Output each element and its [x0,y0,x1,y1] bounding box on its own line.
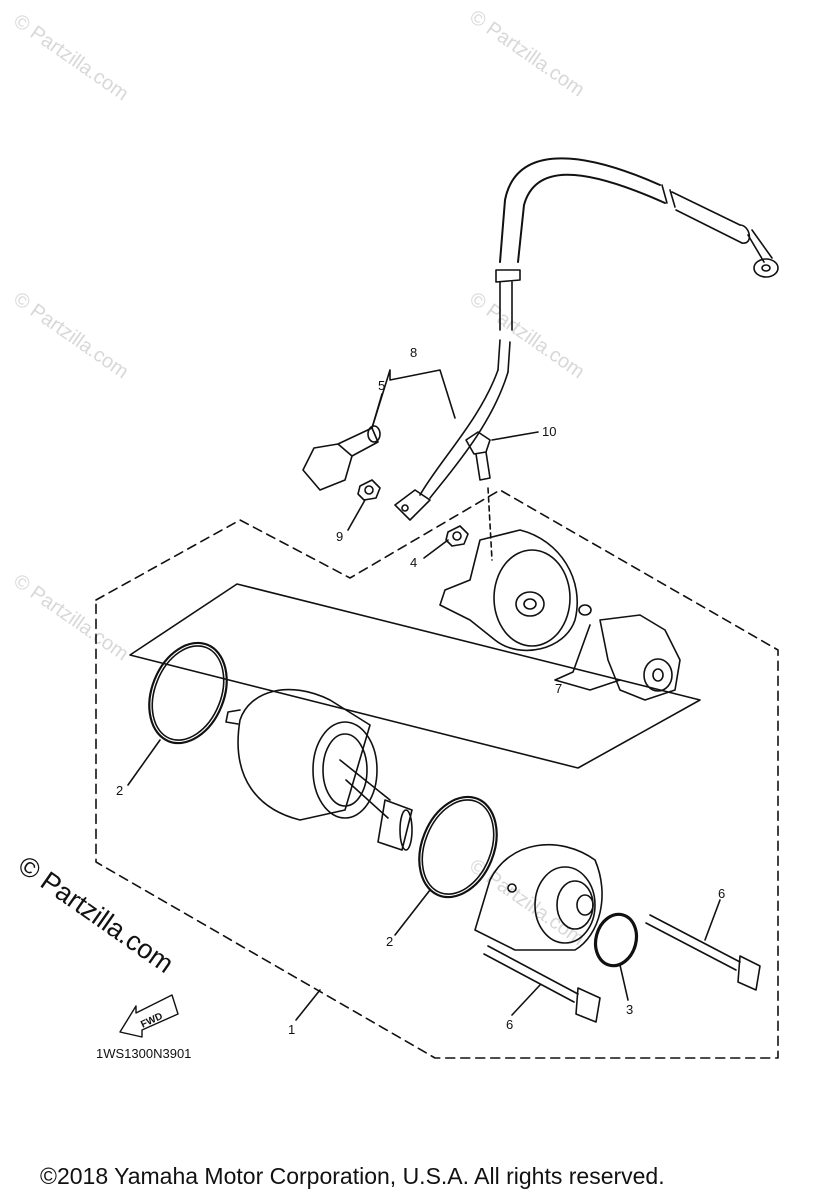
callout-9: 9 [336,529,343,544]
bolt-10 [465,431,491,455]
cable-terminal [394,489,431,521]
callout-2: 2 [116,783,123,798]
bolt-6-lower [483,945,579,1003]
leader-6b [511,984,541,1016]
copyright-notice: ©2018 Yamaha Motor Corporation, U.S.A. A… [40,1163,665,1189]
leader-2b [394,889,431,936]
callout-3: 3 [626,1002,633,1017]
callout-5: 5 [378,378,385,393]
callout-6: 6 [718,886,725,901]
motor-shaft [339,759,391,819]
leader-7 [554,624,621,691]
callout-1: 1 [288,1022,295,1037]
fwd-arrow [119,994,179,1038]
callout-4: 4 [410,555,417,570]
leader-6a [704,899,721,941]
o-ring-left [148,641,228,745]
cable [499,157,661,263]
o-ring-right [418,795,498,899]
nut-9 [357,479,381,501]
leader-10 [491,431,539,441]
callout-2: 2 [386,934,393,949]
leader-5 [371,393,383,429]
leader-3 [619,964,629,1001]
callout-7: 7 [555,681,562,696]
callout-6: 6 [506,1017,513,1032]
callout-10: 10 [542,424,556,439]
diagram-code: 1WS1300N3901 [96,1046,192,1061]
front-cover [474,843,603,951]
brush-holder [599,614,681,701]
rear-cover [439,529,578,652]
motor-body [237,688,371,821]
group-box [129,583,701,769]
leader-1 [295,989,321,1021]
part5-cap [302,443,353,491]
assembly-boundary-dashed [95,489,779,1059]
fwd-label: FWD [139,1011,164,1031]
leader-2a [127,739,161,786]
leader-9 [347,499,366,531]
bolt-6-upper [645,914,741,971]
nut-4 [445,525,469,547]
o-ring-small [593,912,639,968]
leader-4 [423,539,449,559]
callout-8: 8 [410,345,417,360]
